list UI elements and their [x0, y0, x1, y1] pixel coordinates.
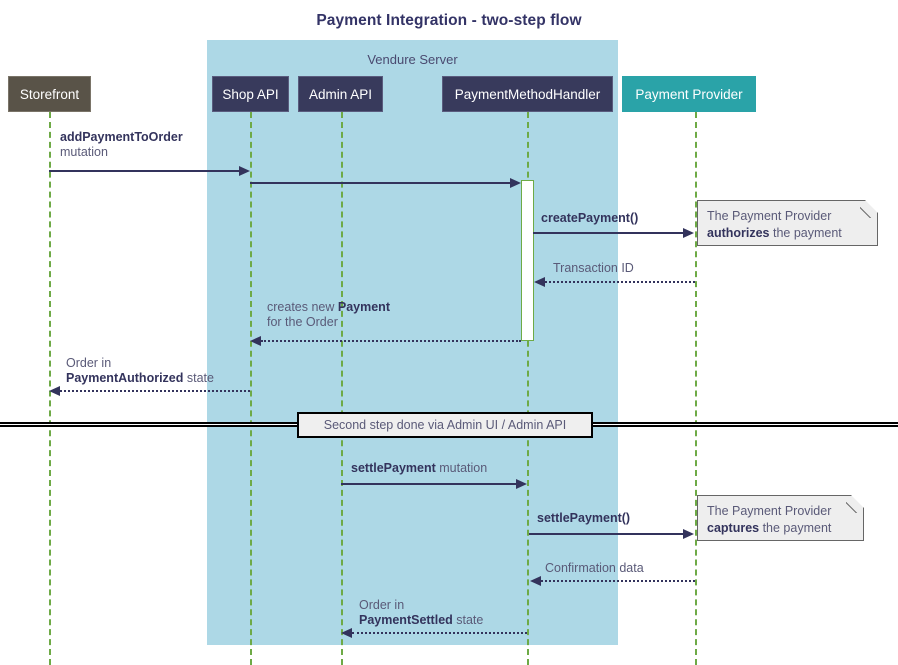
note-fold-edge-icon	[860, 200, 878, 218]
arrow-head-add-payment-to-order	[239, 166, 250, 176]
message-label-confirmation-data: Confirmation data	[545, 561, 644, 576]
note-authorizes-bold: authorizes	[707, 226, 770, 240]
message-label-creates-new-payment-line2: for the Order	[267, 315, 338, 329]
message-label-settle-payment-call-bold: settlePayment()	[537, 511, 631, 525]
group-box-vendure-server	[207, 40, 618, 645]
note-captures-line2-rest: the payment	[759, 521, 832, 535]
participant-payment-provider[interactable]: Payment Provider	[622, 76, 756, 112]
arrow-settle-payment-mutation	[341, 483, 516, 485]
arrow-head-order-payment-authorized	[49, 386, 60, 396]
message-label-order-payment-authorized-bold: PaymentAuthorized	[66, 371, 184, 385]
arrow-settle-payment-call	[529, 533, 683, 535]
arrow-head-transaction-id	[534, 277, 545, 287]
arrow-confirmation-data	[541, 580, 695, 582]
note-authorizes-line1: The Payment Provider	[707, 209, 832, 223]
message-label-creates-new-payment-bold: Payment	[337, 300, 390, 314]
page-title: Payment Integration - two-step flow	[316, 12, 582, 29]
message-label-order-payment-settled-bold: PaymentSettled	[359, 613, 453, 627]
note-authorizes-line2-rest: the payment	[769, 226, 842, 240]
message-label-order-payment-authorized: Order in PaymentAuthorized state	[66, 356, 214, 386]
lifeline-shop-api	[250, 112, 252, 665]
lifeline-admin-api	[341, 112, 343, 665]
group-label-vendure-server: Vendure Server	[367, 52, 458, 67]
message-label-order-payment-authorized-post: state	[183, 371, 214, 385]
note-captures: The Payment Provider captures the paymen…	[697, 495, 864, 541]
activation-bar-payment-method-handler	[521, 180, 534, 341]
message-label-settle-payment-mutation-bold: settlePayment	[351, 461, 436, 475]
message-label-order-payment-settled: Order in PaymentSettled state	[359, 598, 483, 628]
arrow-shop-api-to-handler	[250, 182, 510, 184]
message-label-confirmation-data-text: Confirmation data	[545, 561, 644, 575]
note-authorizes: The Payment Provider authorizes the paym…	[697, 200, 878, 246]
message-label-creates-new-payment-pre: creates new	[267, 300, 338, 314]
participant-storefront[interactable]: Storefront	[8, 76, 91, 112]
lifeline-payment-method-handler	[527, 112, 529, 665]
lifeline-payment-provider	[695, 112, 697, 665]
arrow-head-creates-new-payment	[250, 336, 261, 346]
message-label-creates-new-payment: creates new Payment for the Order	[267, 300, 390, 330]
arrow-transaction-id	[545, 281, 695, 283]
arrow-head-settle-payment-mutation	[516, 479, 527, 489]
arrow-head-confirmation-data	[530, 576, 541, 586]
message-label-order-payment-settled-post: state	[452, 613, 484, 627]
message-label-transaction-id: Transaction ID	[553, 261, 634, 276]
arrow-add-payment-to-order	[49, 170, 239, 172]
divider-box: Second step done via Admin UI / Admin AP…	[297, 412, 593, 438]
message-label-add-payment-to-order: addPaymentToOrder mutation	[60, 130, 183, 160]
arrow-head-order-payment-settled	[341, 628, 352, 638]
note-captures-line1: The Payment Provider	[707, 504, 832, 518]
message-label-settle-payment-mutation: settlePayment mutation	[351, 461, 487, 476]
message-label-create-payment-bold: createPayment()	[541, 211, 639, 225]
message-label-add-payment-to-order-bold: addPaymentToOrder	[60, 130, 183, 144]
message-label-settle-payment-call: settlePayment()	[537, 511, 630, 526]
message-label-add-payment-to-order-line2: mutation	[60, 145, 108, 159]
message-label-order-payment-authorized-line1: Order in	[66, 356, 112, 370]
message-label-transaction-id-text: Transaction ID	[553, 261, 634, 275]
arrow-creates-new-payment	[261, 340, 521, 342]
arrow-head-create-payment	[683, 228, 694, 238]
participant-admin-api[interactable]: Admin API	[298, 76, 383, 112]
note-fold-edge-icon-2	[846, 495, 864, 513]
message-label-create-payment: createPayment()	[541, 211, 638, 226]
arrow-head-settle-payment-call	[683, 529, 694, 539]
participant-payment-method-handler[interactable]: PaymentMethodHandler	[442, 76, 613, 112]
arrow-create-payment	[533, 232, 683, 234]
message-label-order-payment-settled-line1: Order in	[359, 598, 405, 612]
arrow-order-payment-authorized	[60, 390, 250, 392]
message-label-settle-payment-mutation-post: mutation	[435, 461, 488, 475]
arrow-head-shop-api-to-handler	[510, 178, 521, 188]
note-captures-bold: captures	[707, 521, 760, 535]
participant-shop-api[interactable]: Shop API	[212, 76, 289, 112]
arrow-order-payment-settled	[352, 632, 527, 634]
